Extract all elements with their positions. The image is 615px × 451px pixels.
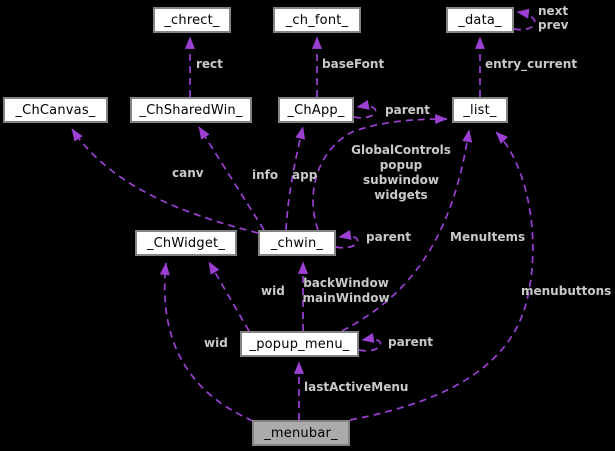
node-chsharedwin-label: _ChSharedWin_ — [139, 102, 243, 118]
edge-label-global-lists: GlobalControls popup subwindow widgets — [351, 143, 451, 202]
edge-label-menuitems: MenuItems — [450, 230, 526, 244]
edge-label-rect: rect — [196, 57, 223, 71]
edge-label-back-main-window: backWindow mainWindow — [302, 276, 390, 305]
edge-label-lastactivemenu: lastActiveMenu — [304, 380, 409, 394]
node-data-label: _data_ — [458, 12, 502, 28]
node-ch-font[interactable]: _ch_font_ — [273, 7, 361, 33]
edge-label-entry-current: entry_current — [485, 57, 578, 71]
node-chwidget[interactable]: _ChWidget_ — [135, 230, 237, 256]
edge-label-menubuttons: menubuttons — [521, 284, 612, 298]
node-chrect[interactable]: _chrect_ — [153, 7, 231, 33]
node-chcanvas-label: _ChCanvas_ — [15, 102, 96, 118]
edge-label-canv: canv — [172, 166, 204, 180]
node-chapp[interactable]: _ChApp_ — [278, 97, 354, 123]
node-chwidget-label: _ChWidget_ — [146, 235, 226, 251]
edge-label-basefont: baseFont — [322, 57, 385, 71]
edge-canv — [71, 128, 259, 234]
node-menubar[interactable]: _menubar_ — [252, 420, 350, 446]
node-data[interactable]: _data_ — [446, 7, 514, 33]
node-chsharedwin[interactable]: _ChSharedWin_ — [130, 97, 252, 123]
node-chrect-label: _chrect_ — [164, 12, 220, 28]
node-chwin[interactable]: _chwin_ — [258, 230, 336, 256]
node-popup-menu-label: _popup_menu_ — [249, 336, 350, 352]
node-menubar-label: _menubar_ — [264, 425, 338, 441]
edge-label-info: info — [252, 168, 279, 182]
edge-wid-popup — [208, 261, 250, 332]
edge-label-next-prev: next prev — [538, 4, 569, 32]
node-chcanvas[interactable]: _ChCanvas_ — [3, 97, 108, 123]
edge-menubuttons — [349, 131, 534, 421]
edge-label-parent-chwin: parent — [366, 230, 412, 244]
edge-info — [198, 126, 265, 231]
node-ch-font-label: _ch_font_ — [285, 12, 349, 28]
edge-label-wid-popup: wid — [261, 284, 285, 298]
node-popup-menu[interactable]: _popup_menu_ — [240, 331, 359, 357]
node-chwin-label: _chwin_ — [270, 235, 324, 251]
edge-label-app: app — [292, 168, 318, 182]
edge-parent-popup-loop — [358, 333, 382, 352]
edge-parent-chapp-loop — [353, 100, 377, 119]
node-chapp-label: _ChApp_ — [287, 102, 345, 118]
edge-label-parent-popup: parent — [388, 335, 434, 349]
edge-menuitems — [341, 129, 473, 332]
node-list-label: _list_ — [463, 102, 497, 118]
edge-label-wid-menubar: wid — [204, 336, 228, 350]
edge-parent-chwin-loop — [335, 230, 359, 249]
edge-wid-menubar — [159, 262, 254, 422]
edge-label-parent-chapp: parent — [385, 103, 431, 117]
edge-global-lists — [312, 114, 448, 231]
edge-next-prev-loop — [513, 8, 536, 31]
edge-app — [285, 126, 306, 231]
node-list[interactable]: _list_ — [452, 97, 508, 123]
